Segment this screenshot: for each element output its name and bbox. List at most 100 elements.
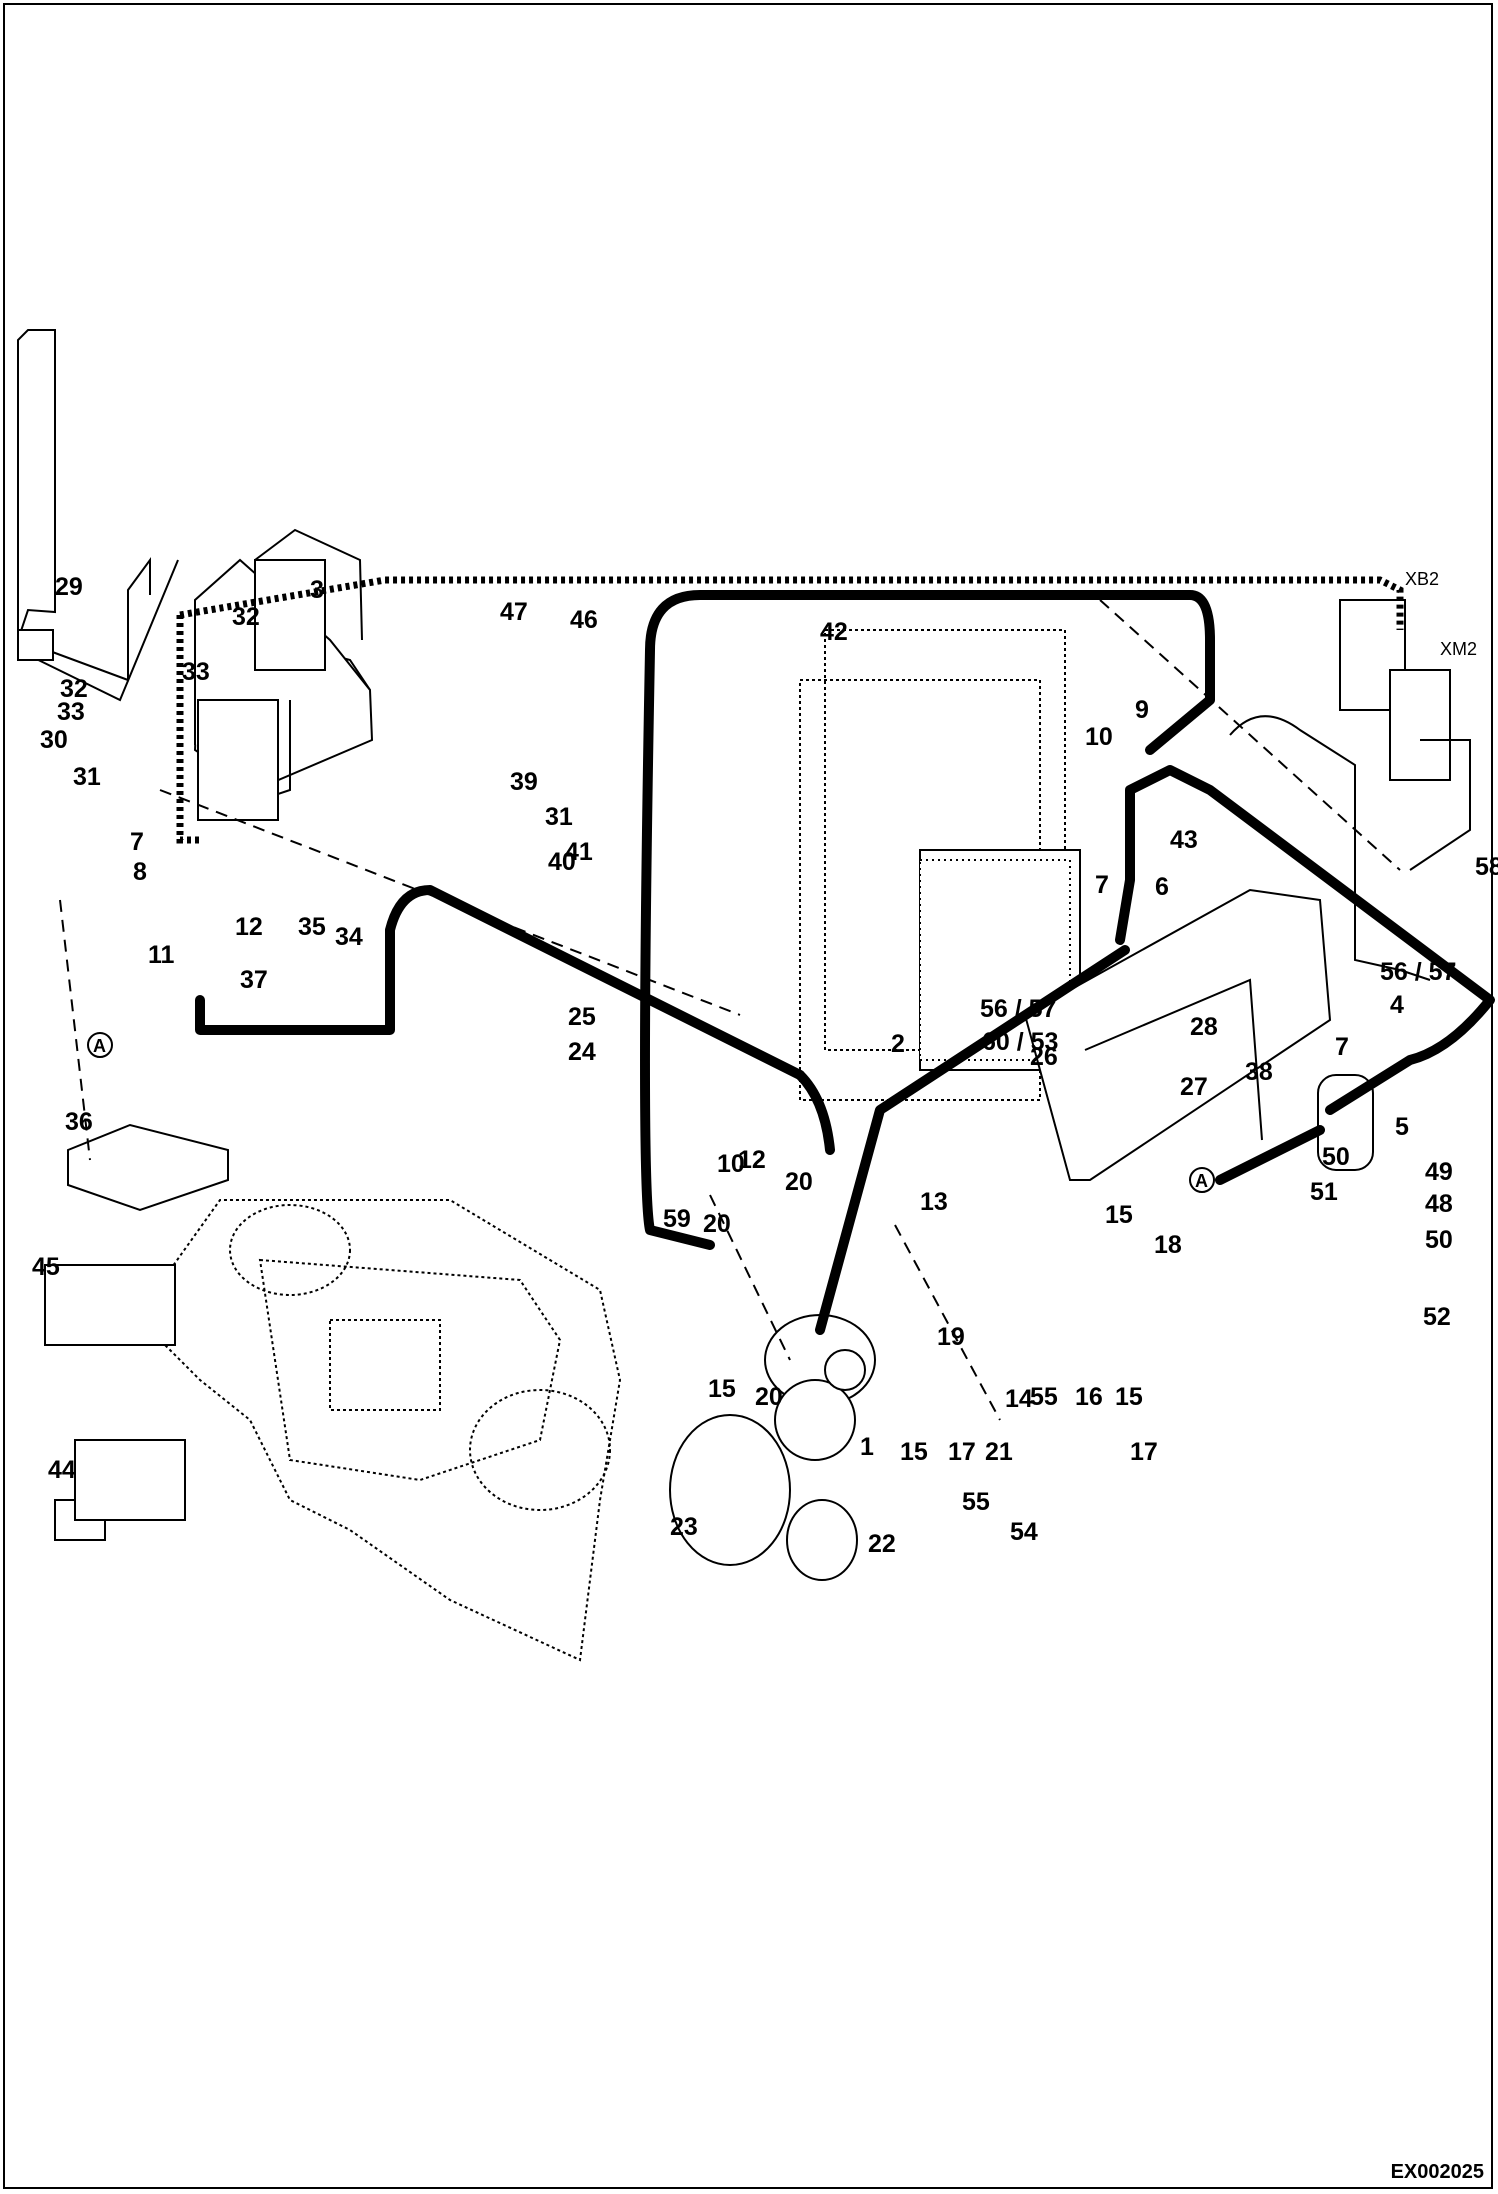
- callout-4: 4: [1390, 991, 1404, 1019]
- callout-25: 25: [568, 1003, 596, 1031]
- callout-22: 22: [868, 1530, 896, 1558]
- callout-12: 12: [738, 1146, 766, 1174]
- connector-label-xm2: XM2: [1440, 639, 1477, 659]
- callout-48: 48: [1425, 1190, 1453, 1218]
- compressor-1: [764, 1314, 876, 1461]
- receiver-dryer-5: [1317, 1074, 1374, 1171]
- pulley-22: [786, 1499, 858, 1581]
- wiring-harness-drop: [176, 615, 200, 844]
- callout-13: 13: [920, 1188, 948, 1216]
- leader-lines: [59, 599, 1401, 1421]
- callout-32: 32: [60, 675, 88, 703]
- callout-29: 29: [55, 573, 83, 601]
- engine-block: [148, 1199, 622, 1662]
- callout-15: 15: [708, 1375, 736, 1403]
- callout-17: 17: [948, 1438, 976, 1466]
- callout-7: 7: [1335, 1033, 1349, 1061]
- callout-52: 52: [1423, 1303, 1451, 1331]
- callout-35: 35: [298, 913, 326, 941]
- heater-unit-3: [193, 528, 374, 821]
- callout-12: 12: [235, 913, 263, 941]
- callout-5: 5: [1395, 1113, 1409, 1141]
- mounting-bracket-29: [17, 329, 179, 702]
- callout-47: 47: [500, 598, 528, 626]
- callout-45: 45: [32, 1253, 60, 1281]
- callout-42: 42: [820, 618, 848, 646]
- callout-59: 59: [663, 1205, 691, 1233]
- signal-wire: [1229, 715, 1431, 981]
- relay-block-44b: [74, 1439, 186, 1521]
- marker-circle: [87, 1032, 113, 1058]
- callout-10: 10: [717, 1150, 745, 1178]
- callout-27: 27: [1180, 1073, 1208, 1101]
- callout-41: 41: [565, 838, 593, 866]
- callout-51: 51: [1310, 1178, 1338, 1206]
- callout-6: 6: [1155, 873, 1169, 901]
- callout-24: 24: [568, 1038, 596, 1066]
- drawing-frame: [3, 3, 1493, 2189]
- callout-43: 43: [1170, 826, 1198, 854]
- connector-xm2: [1389, 669, 1451, 781]
- callout-9: 9: [1135, 696, 1149, 724]
- callout-21: 21: [985, 1438, 1013, 1466]
- callout-44: 44: [48, 1456, 76, 1484]
- callout-18: 18: [1154, 1231, 1182, 1259]
- callout-28: 28: [1190, 1013, 1218, 1041]
- callout-40: 40: [548, 848, 576, 876]
- callout-31: 31: [545, 803, 573, 831]
- callout-23: 23: [670, 1513, 698, 1541]
- callout-60-53: 60 / 53: [982, 1028, 1058, 1056]
- box-36: [67, 1123, 229, 1212]
- callout-46: 46: [570, 606, 598, 634]
- callout-55: 55: [962, 1488, 990, 1516]
- callout-50: 50: [1322, 1143, 1350, 1171]
- callout-3: 3: [310, 576, 324, 604]
- callout-49: 49: [1425, 1158, 1453, 1186]
- refrigerant-hoses: [195, 590, 1495, 1335]
- callout-38: 38: [1245, 1058, 1273, 1086]
- relay-block-45: [44, 1264, 176, 1346]
- callout-14: 14: [1005, 1385, 1033, 1413]
- callout-33: 33: [182, 658, 210, 686]
- drive-belt-23: [669, 1414, 791, 1566]
- callout-30: 30: [40, 726, 68, 754]
- callout-20: 20: [703, 1210, 731, 1238]
- callout-7: 7: [130, 828, 144, 856]
- callout-56-57: 56 / 57: [1380, 958, 1456, 986]
- callout-56-57: 56 / 57: [980, 995, 1056, 1023]
- marker-label: A: [93, 1036, 106, 1056]
- callout-20: 20: [785, 1168, 813, 1196]
- marker-circle: [1189, 1167, 1215, 1193]
- callout-19: 19: [937, 1323, 965, 1351]
- callout-33: 33: [57, 698, 85, 726]
- callout-8: 8: [133, 858, 147, 886]
- callout-15: 15: [1115, 1383, 1143, 1411]
- callout-31: 31: [73, 763, 101, 791]
- callout-1: 1: [860, 1433, 874, 1461]
- callout-15: 15: [900, 1438, 928, 1466]
- callout-50: 50: [1425, 1226, 1453, 1254]
- callout-55: 55: [1030, 1383, 1058, 1411]
- callout-15: 15: [1105, 1201, 1133, 1229]
- marker-label: A: [1195, 1171, 1208, 1191]
- callout-17: 17: [1130, 1438, 1158, 1466]
- wiring-harness: [179, 576, 1404, 630]
- callout-37: 37: [240, 966, 268, 994]
- callout-32: 32: [232, 603, 260, 631]
- callout-16: 16: [1075, 1383, 1103, 1411]
- callout-58: 58: [1475, 853, 1498, 881]
- callout-34: 34: [335, 923, 363, 951]
- callout-39: 39: [510, 768, 538, 796]
- connector-label-xb2: XB2: [1405, 569, 1439, 589]
- signal-wire-2: [1409, 739, 1471, 871]
- callout-11: 11: [148, 941, 175, 969]
- callout-36: 36: [65, 1108, 93, 1136]
- support-frame-26: [1023, 888, 1332, 1181]
- callout-26: 26: [1030, 1043, 1058, 1071]
- callout-20: 20: [755, 1383, 783, 1411]
- callout-54: 54: [1010, 1518, 1038, 1546]
